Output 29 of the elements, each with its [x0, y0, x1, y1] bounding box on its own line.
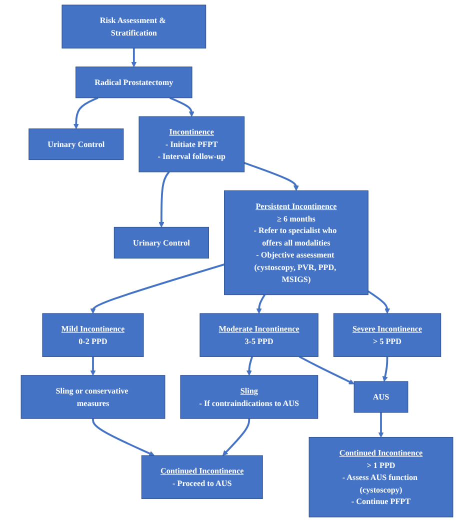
node-box: Radical Prostatectomy: [76, 66, 192, 98]
arrow: [73, 96, 98, 130]
arrow: [222, 418, 250, 456]
arrow: [244, 162, 299, 191]
node-box: Sling - If contraindications to AUS: [180, 375, 318, 419]
node-box: Sling or conservative measures: [20, 375, 166, 419]
node-box: Incontinence - Initiate PFPT - Interval follow-up: [138, 116, 245, 172]
arrow: [382, 356, 388, 382]
arrow: [246, 356, 254, 376]
node-box: Mild Incontinence 0-2 PPD: [42, 313, 144, 357]
node-box: Risk Assessment & Stratification: [62, 4, 206, 48]
node-box: Continued Incontinence - Proceed to AUS: [141, 455, 263, 500]
arrow: [92, 418, 155, 456]
arrow: [90, 356, 96, 376]
arrow: [90, 264, 225, 314]
node-box: Moderate Incontinence 3-5 PPD: [200, 313, 318, 357]
node-box: Urinary Control: [28, 128, 124, 160]
node-box: Continued Incontinence > 1 PPD - Assess AUS function (cystoscopy) - Continue PFPT: [308, 436, 454, 518]
arrow: [131, 48, 137, 68]
arrow: [158, 171, 170, 228]
arrow: [256, 294, 266, 314]
arrow: [298, 356, 354, 384]
node-box: Persistent Incontinence ≥ 6 months - Refer to specialist who offers all modalities - Objective assessment (cystoscopy, PVR, PPD, MSIGS): [224, 190, 368, 296]
node-box: Severe Incontinence > 5 PPD: [333, 313, 442, 357]
node-box: AUS: [354, 381, 408, 413]
arrow: [368, 290, 390, 314]
arrow: [378, 412, 384, 438]
node-box: Urinary Control: [114, 226, 209, 258]
arrow: [169, 96, 194, 117]
